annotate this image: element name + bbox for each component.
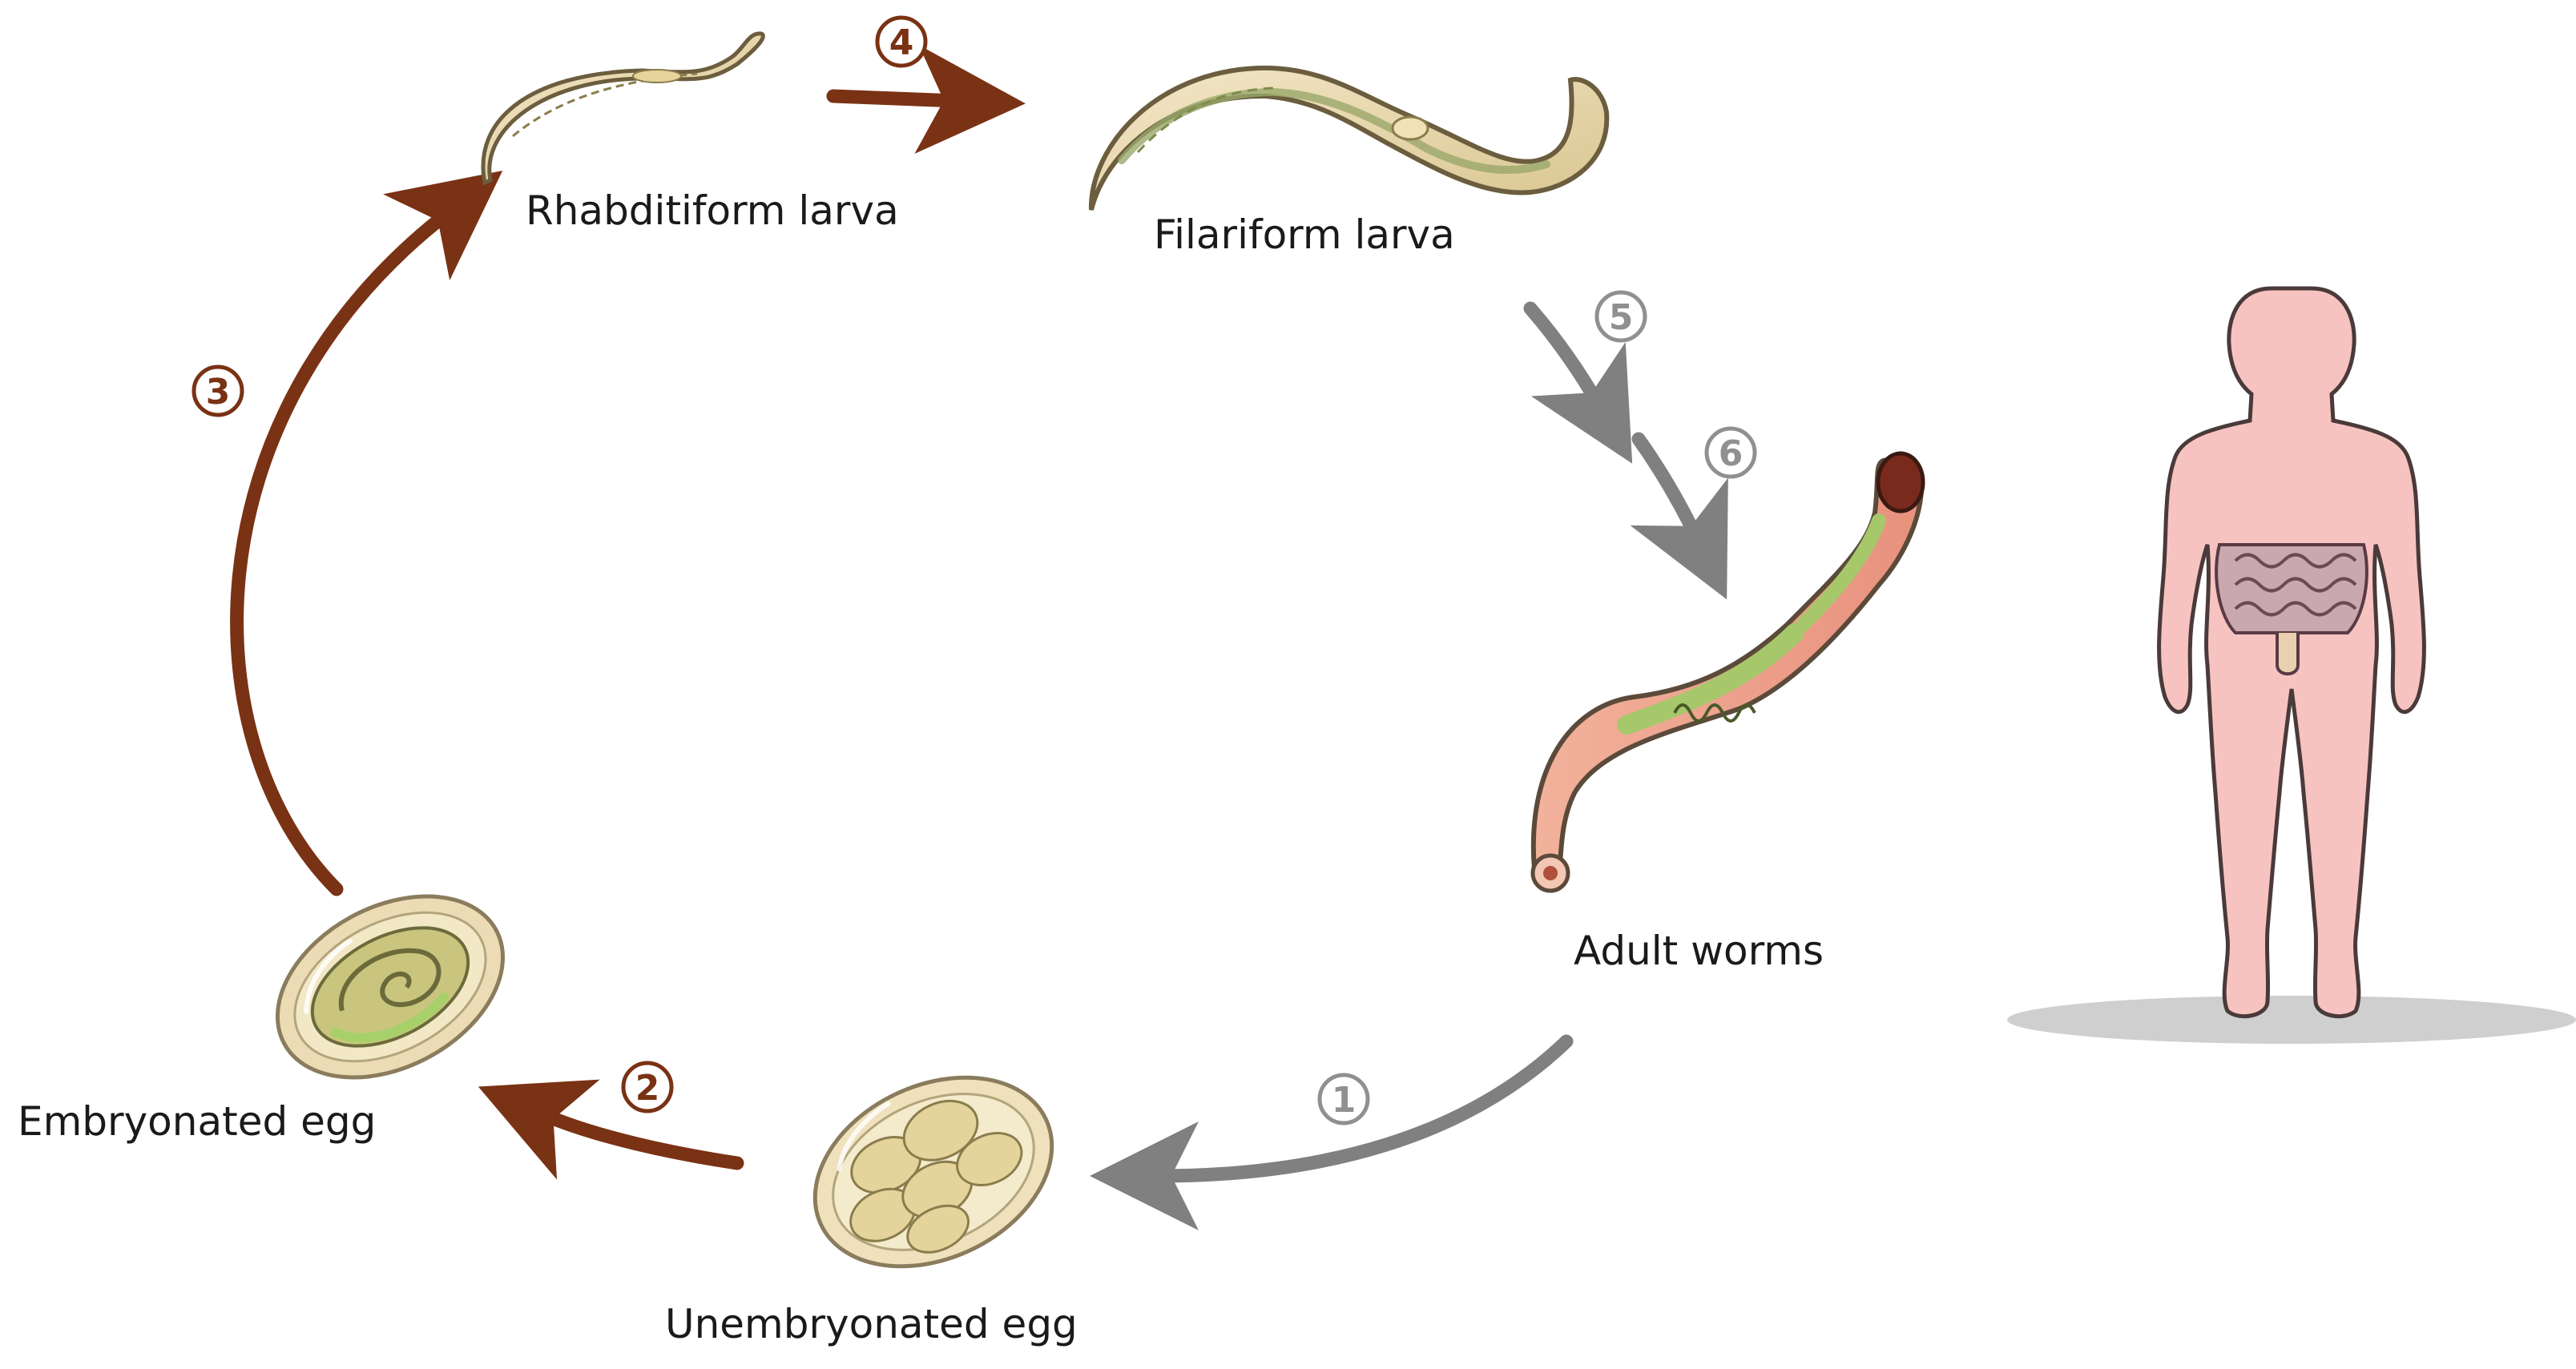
embryonated-egg-icon <box>275 894 506 1080</box>
step-number-6: 6 <box>1719 433 1744 474</box>
arrow-step-4 <box>826 45 1026 154</box>
step-number-3: 3 <box>206 372 231 413</box>
label-unembryonated-egg: Unembryonated egg <box>665 1301 1078 1347</box>
step-marker-4: 4 <box>875 15 928 68</box>
step-marker-1: 1 <box>1317 1073 1370 1125</box>
rhabditiform-larva-icon <box>481 31 765 186</box>
ground-shadow <box>2007 996 2576 1044</box>
arrow-step-5 <box>1523 301 1633 464</box>
label-filariform-larva: Filariform larva <box>1154 211 1455 258</box>
step-marker-2: 2 <box>621 1061 674 1113</box>
filariform-larva-icon <box>1088 65 1610 211</box>
step-marker-3: 3 <box>191 364 244 417</box>
human-host-icon <box>2007 286 2576 1044</box>
step-number-4: 4 <box>889 22 914 63</box>
label-rhabditiform-larva: Rhabditiform larva <box>526 187 899 234</box>
arrow-step-2 <box>478 1079 744 1180</box>
arrow-step-1 <box>1090 1034 1574 1230</box>
step-number-1: 1 <box>1332 1080 1357 1121</box>
unembryonated-egg-icon <box>812 1075 1054 1269</box>
step-number-2: 2 <box>635 1068 660 1109</box>
arrow-step-6 <box>1630 432 1728 600</box>
arrow-step-3 <box>230 170 503 896</box>
intestines <box>2215 543 2368 676</box>
adult-worm-icon <box>1530 451 1925 893</box>
step-marker-6: 6 <box>1704 426 1757 479</box>
step-number-5: 5 <box>1609 297 1634 338</box>
label-embryonated-egg: Embryonated egg <box>18 1098 377 1145</box>
label-adult-worms: Adult worms <box>1574 928 1824 974</box>
step-marker-5: 5 <box>1594 290 1647 343</box>
